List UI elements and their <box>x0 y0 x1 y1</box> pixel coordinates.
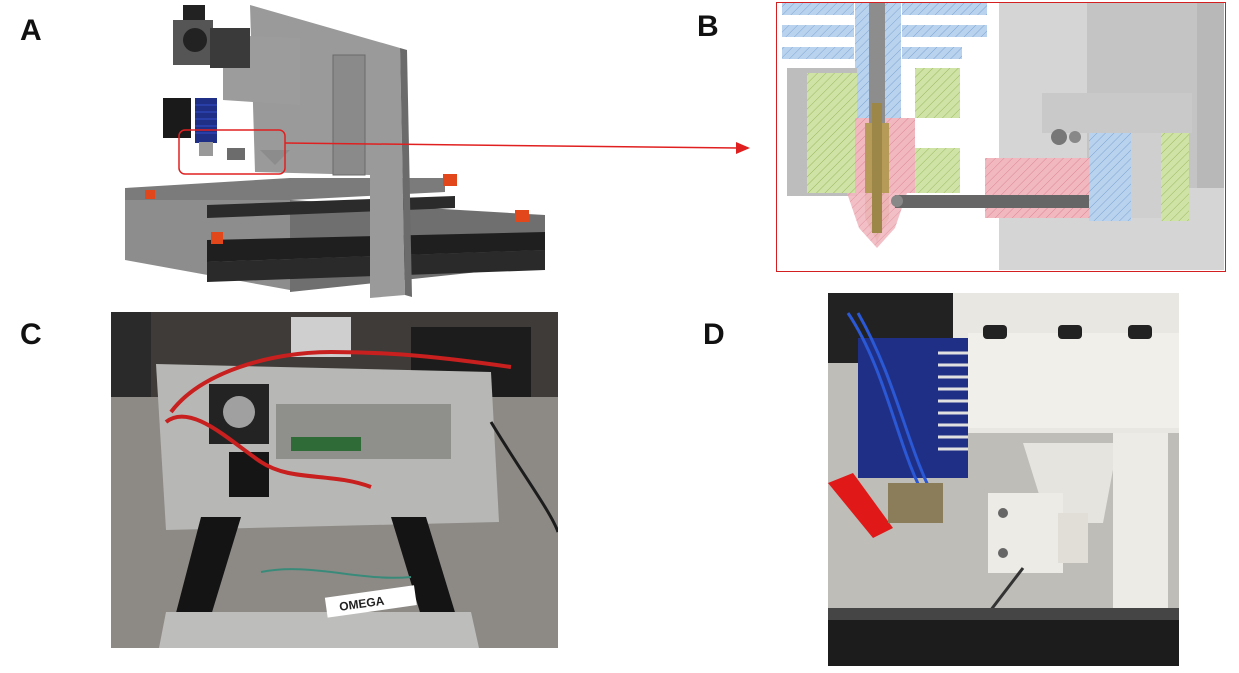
orange-bracket <box>443 174 457 186</box>
panel-label-d: D <box>703 318 725 351</box>
clamp-section <box>1089 131 1131 221</box>
heatsink-fin-section <box>782 3 854 15</box>
panel-label-b: B <box>697 10 719 43</box>
section-view-drawing <box>777 3 1224 270</box>
cad-render-drawing <box>125 5 545 298</box>
orange-bracket <box>515 210 529 222</box>
photo-c-drawing: OMEGA <box>111 312 558 648</box>
panel-c-photo: OMEGA <box>111 312 558 648</box>
hotend-heatsink <box>195 98 217 143</box>
linear-rail-right <box>391 517 461 632</box>
linear-rail-left <box>171 517 241 632</box>
driver-board <box>291 437 361 451</box>
photo-d-drawing <box>828 293 1179 666</box>
panel-label-a: A <box>20 14 42 47</box>
front-plate <box>159 612 479 648</box>
heatsink-blue <box>858 338 968 478</box>
panel-b-section-view <box>776 2 1226 272</box>
heater-block <box>888 483 943 523</box>
linear-rail <box>828 618 1179 666</box>
panel-a-cad-render <box>115 0 560 300</box>
red-silicone-sock <box>828 473 893 538</box>
orange-bracket <box>145 190 155 199</box>
heater-block-section <box>807 73 857 193</box>
callout-box <box>178 129 286 175</box>
omega-label <box>324 585 417 618</box>
orange-bracket <box>211 232 223 244</box>
callout-arrow-head <box>736 142 750 154</box>
printed-clamp <box>988 493 1063 573</box>
panel-d-photo <box>828 293 1179 666</box>
panel-label-c: C <box>20 318 42 351</box>
sensor-probe <box>895 195 1110 208</box>
hotend-fan <box>163 98 191 138</box>
wiring-harness <box>169 349 512 414</box>
omega-label-text: OMEGA <box>338 594 385 614</box>
